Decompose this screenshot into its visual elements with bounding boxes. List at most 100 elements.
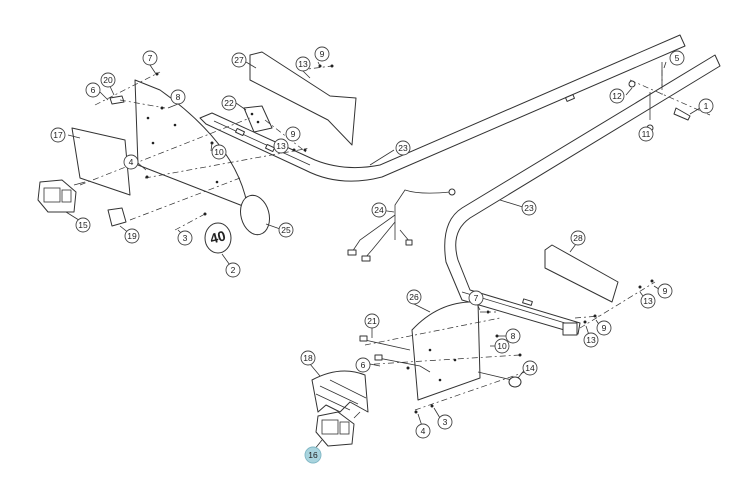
- callout-22: 22: [221, 95, 237, 111]
- svg-text:4: 4: [421, 426, 426, 436]
- rear-lamp-lower: [315, 411, 361, 447]
- speed-sign-text: 40: [208, 227, 227, 247]
- svg-text:26: 26: [409, 292, 419, 302]
- callout-3-upper: 3: [177, 230, 193, 246]
- rear-lamp-upper: [37, 179, 86, 213]
- mudguard-upper: [71, 127, 131, 196]
- svg-text:1: 1: [704, 101, 709, 111]
- callout-10-lower: 10: [494, 338, 510, 354]
- side-plate-lower: [411, 301, 481, 401]
- panel-27: [249, 51, 357, 146]
- callout-9-c: 9: [657, 283, 673, 299]
- svg-text:17: 17: [53, 130, 63, 140]
- callout-6-upper: 6: [85, 82, 101, 98]
- speed-sign: 40: [204, 222, 232, 254]
- callout-19: 19: [124, 228, 140, 244]
- callout-20: 20: [100, 72, 116, 88]
- frame-tube-lower: [444, 54, 721, 336]
- callout-23-upper: 23: [395, 140, 411, 156]
- svg-text:3: 3: [443, 417, 448, 427]
- callout-7-lower: 7: [468, 290, 484, 306]
- svg-text:27: 27: [234, 55, 244, 65]
- callout-13-d: 13: [583, 332, 599, 348]
- mudguard-lower: [311, 370, 369, 413]
- callout-23-lower: 23: [521, 200, 537, 216]
- svg-text:8: 8: [176, 92, 181, 102]
- mudguard-lower-hatch: [315, 379, 367, 411]
- svg-text:28: 28: [573, 233, 583, 243]
- svg-text:8: 8: [511, 331, 516, 341]
- svg-text:9: 9: [291, 129, 296, 139]
- callout-8-lower: 8: [505, 328, 521, 344]
- callout-7-upper: 7: [142, 50, 158, 66]
- frame-tube-upper: [199, 34, 686, 182]
- svg-text:23: 23: [398, 143, 408, 153]
- callout-18: 18: [300, 350, 316, 366]
- svg-text:22: 22: [224, 98, 234, 108]
- svg-text:9: 9: [663, 286, 668, 296]
- svg-text:21: 21: [367, 316, 377, 326]
- svg-text:2: 2: [231, 265, 236, 275]
- callout-16-highlighted: 16: [304, 446, 322, 464]
- svg-text:13: 13: [586, 335, 596, 345]
- callout-27: 27: [231, 52, 247, 68]
- callout-17: 17: [50, 127, 66, 143]
- callout-14: 14: [522, 360, 538, 376]
- svg-text:13: 13: [276, 141, 286, 151]
- callout-13-b: 13: [273, 138, 289, 154]
- callout-9-d: 9: [596, 320, 612, 336]
- callout-6-lower: 6: [355, 357, 371, 373]
- callout-12: 12: [609, 88, 625, 104]
- svg-text:3: 3: [183, 233, 188, 243]
- callout-4-lower: 4: [415, 423, 431, 439]
- wiring-harness: [347, 188, 456, 262]
- svg-text:14: 14: [525, 363, 535, 373]
- callout-5: 5: [669, 50, 685, 66]
- svg-text:5: 5: [675, 53, 680, 63]
- callout-4-upper: 4: [123, 154, 139, 170]
- svg-text:25: 25: [281, 225, 291, 235]
- callout-layer: 7 9 27 13 20 6 8 22 17 9 13 10 4 23 5 12…: [50, 46, 714, 464]
- callout-3-lower: 3: [437, 414, 453, 430]
- svg-text:24: 24: [374, 205, 384, 215]
- cable-21: [359, 335, 431, 373]
- svg-text:19: 19: [127, 231, 137, 241]
- svg-text:6: 6: [361, 360, 366, 370]
- svg-text:9: 9: [320, 49, 325, 59]
- callout-2: 2: [225, 262, 241, 278]
- svg-text:10: 10: [214, 147, 224, 157]
- svg-text:16: 16: [308, 450, 318, 460]
- callout-24: 24: [371, 202, 387, 218]
- assembly-lines: [79, 64, 711, 414]
- svg-text:9: 9: [602, 323, 607, 333]
- callout-13-c: 13: [640, 293, 656, 309]
- svg-text:13: 13: [298, 59, 308, 69]
- callout-1: 1: [698, 98, 714, 114]
- svg-text:12: 12: [612, 91, 622, 101]
- callout-15: 15: [75, 217, 91, 233]
- callout-10-upper: 10: [211, 144, 227, 160]
- pin-14: [477, 371, 522, 388]
- svg-text:7: 7: [474, 293, 479, 303]
- svg-text:4: 4: [129, 157, 134, 167]
- svg-text:10: 10: [497, 341, 507, 351]
- disk-25: [240, 194, 270, 236]
- svg-text:15: 15: [78, 220, 88, 230]
- svg-text:23: 23: [524, 203, 534, 213]
- callout-9-a: 9: [314, 46, 330, 62]
- callout-25: 25: [278, 222, 294, 238]
- callout-13-a: 13: [295, 56, 311, 72]
- svg-text:18: 18: [303, 353, 313, 363]
- callout-21: 21: [364, 313, 380, 329]
- callout-9-b: 9: [285, 126, 301, 142]
- callout-8-upper: 8: [170, 89, 186, 105]
- svg-text:13: 13: [643, 296, 653, 306]
- bracket-22: [243, 105, 273, 133]
- reflector-upper: [107, 207, 127, 227]
- panel-28: [544, 244, 619, 303]
- svg-text:11: 11: [642, 129, 651, 139]
- callout-28: 28: [570, 230, 586, 246]
- svg-text:6: 6: [91, 85, 96, 95]
